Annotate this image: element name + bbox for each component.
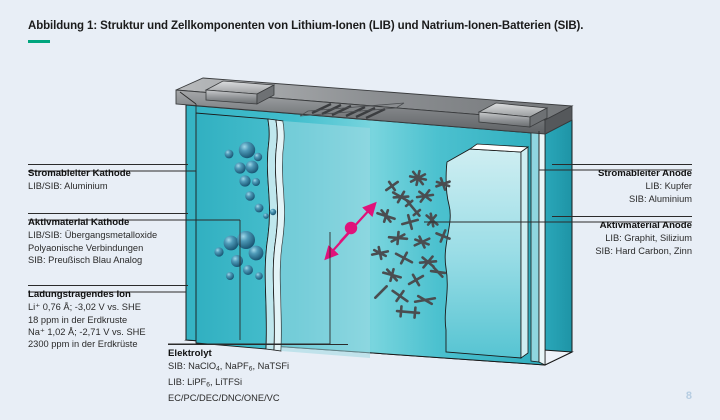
- callout-line-lib: LIB: LiPF6, LiTFSi: [168, 377, 243, 389]
- anode-terminal: [477, 102, 549, 128]
- page-number: 8: [685, 390, 692, 402]
- callout-line: 2300 ppm in der Erdkrüste: [28, 339, 138, 350]
- anode-graphite-flakes: [370, 169, 451, 319]
- callout-elektrolyt: Elektrolyt SIB: NaClO4, NaPF6, NaTSFi LI…: [168, 344, 348, 404]
- callout-line: LIB: Kupfer: [645, 181, 692, 192]
- callout-title: Ladungstragendes Ion: [28, 289, 131, 300]
- callout-line: SIB: Preußisch Blau Analog: [28, 255, 143, 266]
- callout-aktivmaterial-kathode: Aktivmaterial Kathode LIB/SIB: Übergangs…: [28, 213, 188, 266]
- callout-title: Aktivmaterial Kathode: [28, 217, 130, 228]
- callout-line: Polyaonische Verbindungen: [28, 242, 144, 253]
- callout-aktivmaterial-anode: Aktivmaterial Anode LIB: Graphit, Silizi…: [552, 216, 692, 257]
- caption-accent-rule: [28, 40, 50, 43]
- callout-line-solvents: EC/PC/DEC/DNC/ONE/VC: [168, 392, 280, 403]
- callout-ladungstragendes-ion: Ladungstragendes Ion Li⁺ 0,76 Å; -3,02 V…: [28, 285, 188, 351]
- charge-carrier-ion: [324, 201, 377, 261]
- cathode-terminal: [204, 80, 276, 105]
- callout-line: LIB: Graphit, Silizium: [605, 233, 692, 244]
- callout-line: SIB: Aluminium: [628, 193, 692, 204]
- callout-line: Na⁺ 1,02 Å; -2,71 V vs. SHE: [28, 327, 146, 338]
- callout-line: LIB/SIB: Aluminium: [28, 181, 108, 192]
- callout-line: 18 ppm in der Erdkruste: [28, 314, 128, 325]
- callout-stromableiter-kathode: Stromableiter Kathode LIB/SIB: Aluminium: [28, 164, 188, 193]
- cathode-particles: [214, 141, 277, 280]
- callout-title: Stromableiter Anode: [598, 168, 692, 179]
- callout-stromableiter-anode: Stromableiter Anode LIB: Kupfer SIB: Alu…: [552, 164, 692, 205]
- callout-line: SIB: Hard Carbon, Zinn: [595, 245, 692, 256]
- callout-title: Elektrolyt: [168, 348, 212, 359]
- figure-caption: Abbildung 1: Struktur und Zellkomponente…: [28, 20, 584, 32]
- callout-line: LIB/SIB: Übergangsmetalloxide: [28, 230, 158, 241]
- callout-title: Aktivmaterial Anode: [599, 220, 692, 231]
- callout-title: Stromableiter Kathode: [28, 168, 131, 179]
- callout-line: Li⁺ 0,76 Å; -3,02 V vs. SHE: [28, 302, 141, 313]
- callout-line-sib: SIB: NaClO4, NaPF6, NaTSFi: [168, 361, 290, 373]
